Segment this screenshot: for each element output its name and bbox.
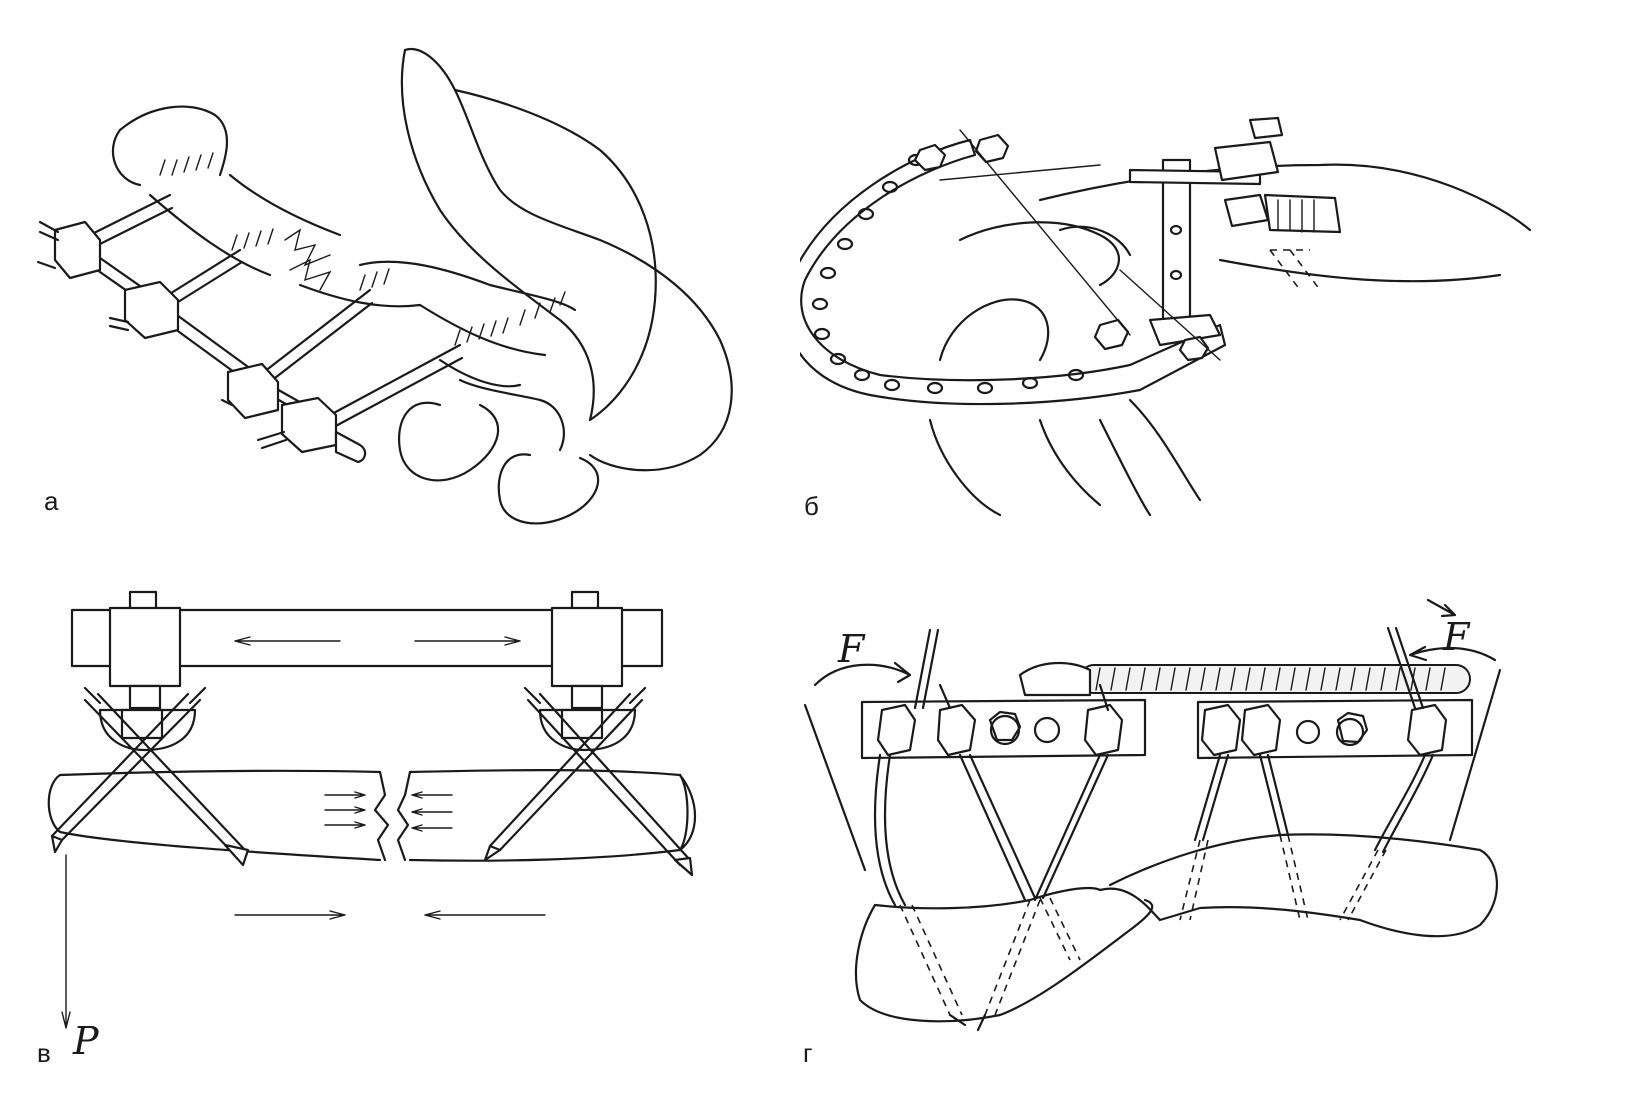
ring-holes <box>813 155 1083 393</box>
panel-b-ring-fixator-hand: б <box>800 0 1636 540</box>
panel-g-label: г <box>803 1038 813 1068</box>
force-p-label: P <box>73 1019 99 1063</box>
panel-b-drawing <box>800 0 1636 540</box>
panel-v-drawing <box>0 560 800 1104</box>
panel-v-label: в <box>37 1038 51 1068</box>
panel-a-drawing <box>0 0 800 540</box>
panel-g-drawing <box>800 560 1636 1104</box>
panel-a-external-fixator-hand: а <box>0 0 800 540</box>
panel-v-compression-scheme: в P <box>0 560 800 1104</box>
panel-a-label: а <box>44 486 59 516</box>
panel-b-label: б <box>804 491 819 521</box>
force-f-left-label: F <box>838 627 865 671</box>
force-f-right-label: F <box>1443 615 1470 659</box>
panel-g-wire-tension-scheme: F F г <box>800 560 1636 1104</box>
